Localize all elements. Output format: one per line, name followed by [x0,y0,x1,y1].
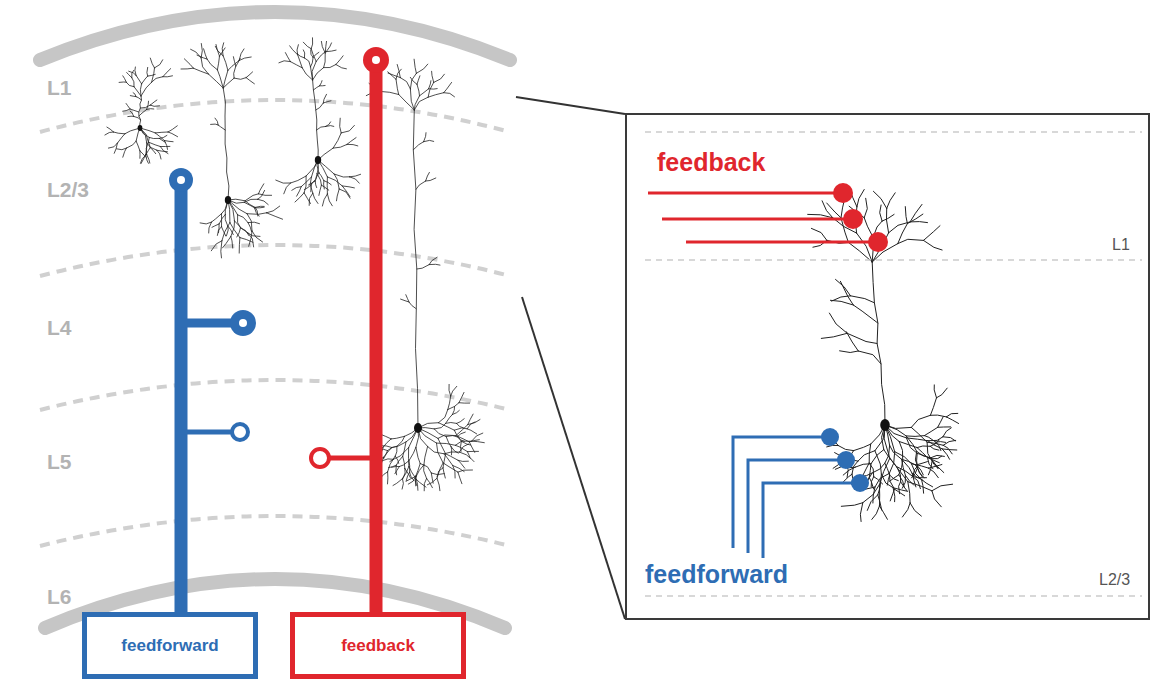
layer-label: L6 [47,585,72,609]
feedforward-synapses [733,428,869,558]
box-label: feedback [341,636,415,656]
pyramidal-neuron [105,58,178,164]
layer-label: L1 [47,76,72,100]
layer-label: L5 [47,450,72,474]
pathway-label: feedback [657,149,765,177]
input-box: feedback [290,612,466,679]
feedback-axon [311,47,389,614]
feedforward-axon [169,168,256,614]
input-box: feedforward [82,612,258,679]
layer-boundaries [40,100,510,546]
layer-label: L2/3 [1099,571,1130,589]
layer-label: L2/3 [47,178,89,202]
feedback-synapses [648,183,888,252]
zoom-layer-lines [645,132,1142,596]
pyramidal-neuron [181,43,283,258]
layer-label: L1 [1112,236,1130,254]
zoom-panel: feedbackL1 feedforward L2/3 [625,113,1150,620]
zoom-lines [516,97,625,619]
neuron-drawings [105,38,959,522]
pathway-label: feedforward [645,561,788,589]
pyramidal-neuron [276,38,361,206]
pyramidal-neuron [366,59,484,491]
layer-label: L4 [47,316,72,340]
pia-arc [40,12,510,60]
pyramidal-neuron [808,188,959,522]
box-label: feedforward [121,636,218,656]
